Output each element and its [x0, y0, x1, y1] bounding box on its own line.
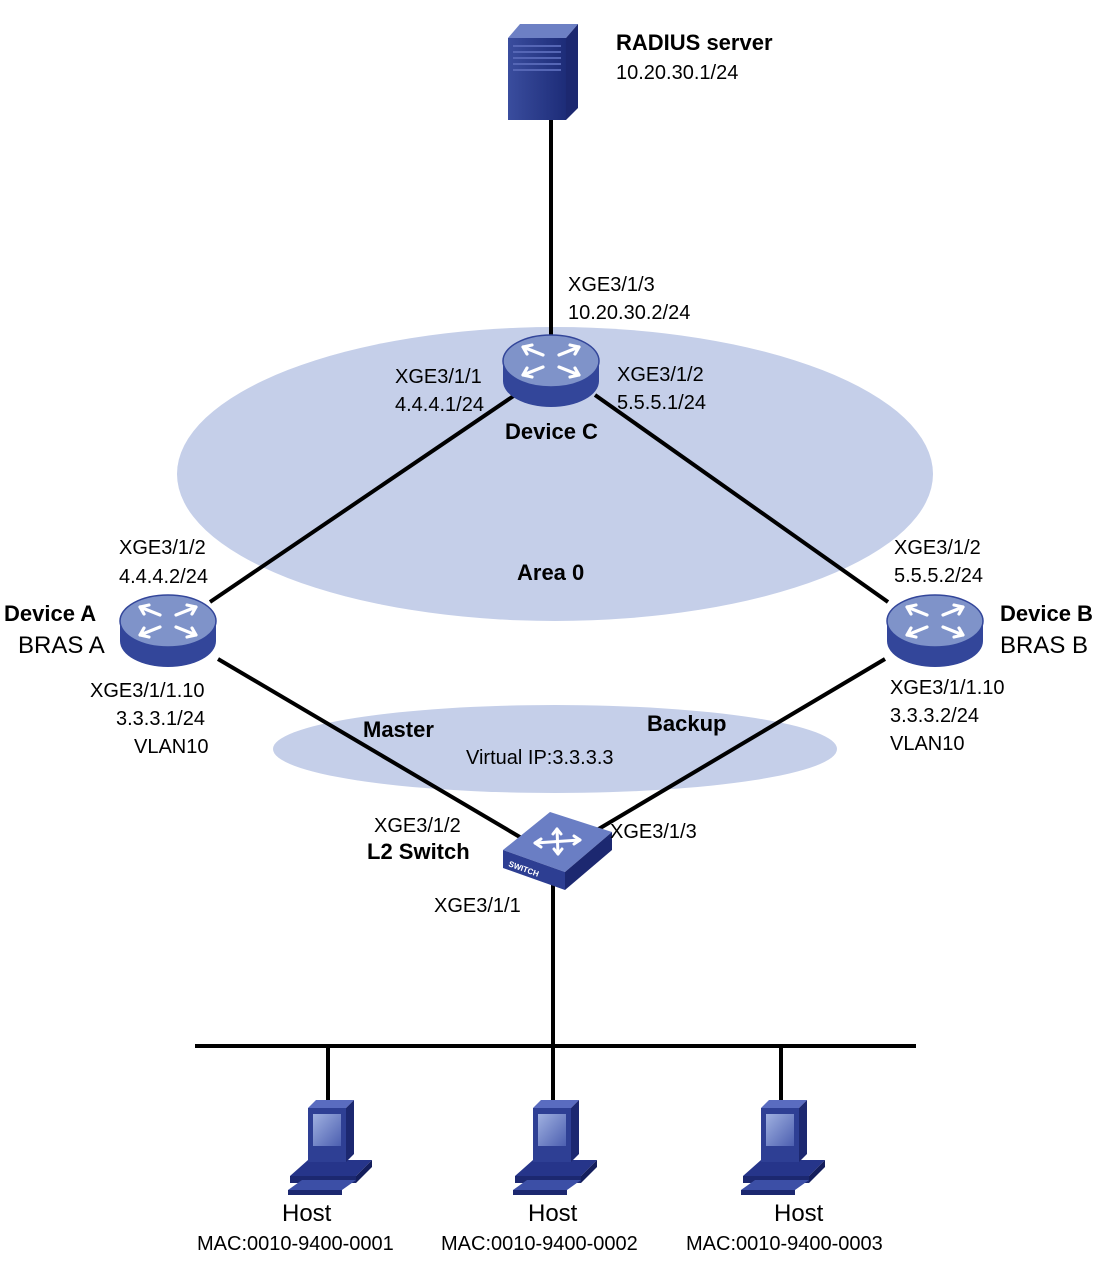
host-1: Host MAC:0010-9400-0001: [197, 1100, 394, 1255]
devicec-name: Device C: [505, 419, 598, 444]
router-icon-device-c: [501, 333, 601, 409]
host-mac: MAC:0010-9400-0001: [197, 1233, 394, 1255]
host-mac: MAC:0010-9400-0002: [441, 1233, 638, 1255]
devicea-down-port: XGE3/1/1.10: [90, 680, 205, 702]
host-pc-icon: [741, 1100, 825, 1195]
switch-port-a: XGE3/1/2: [374, 815, 461, 837]
vrrp-backup: Backup: [647, 711, 726, 736]
deviceb-down-port: XGE3/1/1.10: [890, 677, 1005, 699]
devicec-port1-ip: 4.4.4.1/24: [395, 394, 484, 416]
devicec-port1: XGE3/1/1: [395, 366, 482, 388]
devicea-down-ip: 3.3.3.1/24: [116, 708, 205, 730]
vrrp-master: Master: [363, 717, 434, 742]
deviceb-up-ip: 5.5.5.2/24: [894, 565, 983, 587]
switch-port-down: XGE3/1/1: [434, 895, 521, 917]
host-pc-icon: [288, 1100, 372, 1195]
vrrp-virtual-ip: Virtual IP:3.3.3.3: [466, 747, 614, 769]
devicec-port3-ip: 10.20.30.2/24: [568, 302, 690, 324]
link-devicec-devicea: [208, 393, 517, 604]
deviceb-down-ip: 3.3.3.2/24: [890, 705, 979, 727]
switch-port-b: XGE3/1/3: [610, 821, 697, 843]
host-label: Host: [282, 1200, 332, 1227]
link-devicea-switch: [216, 657, 532, 845]
deviceb-role: BRAS B: [1000, 632, 1088, 659]
switch-icon: SWITCH: [503, 812, 612, 890]
radius-title: RADIUS server: [616, 30, 773, 55]
radius-ip: 10.20.30.1/24: [616, 62, 738, 84]
switch-name: L2 Switch: [367, 839, 470, 864]
host-2: Host MAC:0010-9400-0002: [441, 1100, 638, 1255]
link-devicec-deviceb: [593, 393, 890, 604]
host-pc-icon: [513, 1100, 597, 1195]
devicea-role: BRAS A: [18, 632, 105, 659]
deviceb-up-port: XGE3/1/2: [894, 537, 981, 559]
deviceb-vlan: VLAN10: [890, 733, 965, 755]
router-icon-device-b: [885, 593, 985, 669]
link-deviceb-switch: [573, 657, 887, 845]
links: [195, 120, 916, 1102]
host-3: Host MAC:0010-9400-0003: [686, 1100, 883, 1255]
radius-server-icon: [508, 24, 578, 120]
area0-ellipse: [177, 327, 933, 621]
router-icon-device-a: [118, 593, 218, 669]
devicea-up-port: XGE3/1/2: [119, 537, 206, 559]
area0-label: Area 0: [517, 560, 584, 585]
devicea-vlan: VLAN10: [134, 736, 209, 758]
deviceb-name: Device B: [1000, 601, 1093, 626]
devicea-up-ip: 4.4.4.2/24: [119, 566, 208, 588]
devicec-port2-ip: 5.5.5.1/24: [617, 392, 706, 414]
devicea-name: Device A: [4, 601, 96, 626]
devicec-port3: XGE3/1/3: [568, 274, 655, 296]
host-label: Host: [528, 1200, 578, 1227]
devicec-port2: XGE3/1/2: [617, 364, 704, 386]
host-mac: MAC:0010-9400-0003: [686, 1233, 883, 1255]
host-label: Host: [774, 1200, 824, 1227]
